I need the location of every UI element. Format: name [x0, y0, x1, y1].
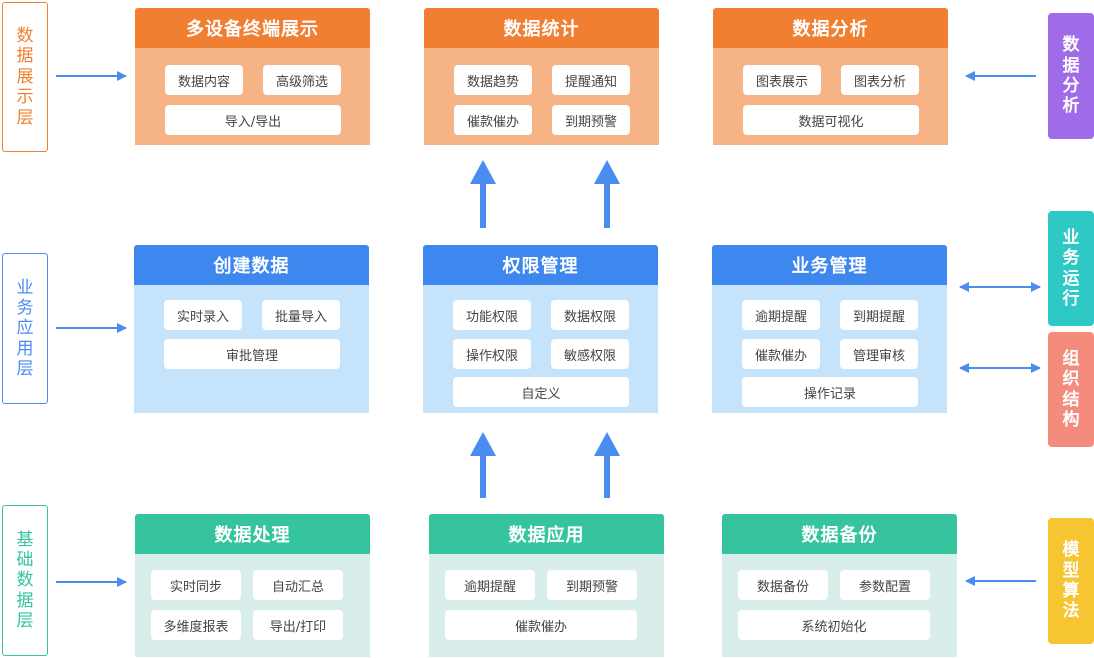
chip-expiry-warning[interactable]: 到期预警: [552, 105, 630, 135]
chip-chart-analysis[interactable]: 图表分析: [841, 65, 919, 95]
up-arrow-permission-to-stats-right: [594, 160, 620, 228]
chip-realtime-entry[interactable]: 实时录入: [164, 300, 242, 330]
chip-payment-urge-2[interactable]: 催款催办: [742, 339, 820, 369]
chip-overdue-reminder[interactable]: 逾期提醒: [742, 300, 820, 330]
module-processing: 数据处理 实时同步 自动汇总 多维度报表 导出/打印: [135, 514, 370, 657]
side-label-organization-text: 组织结构: [1062, 348, 1080, 430]
chip-sensitive-permission[interactable]: 敏感权限: [551, 339, 629, 369]
module-data-app: 数据应用 逾期提醒 到期预警 催款催办: [429, 514, 664, 657]
side-label-operation-text: 业务运行: [1062, 227, 1080, 309]
module-backup-title: 数据备份: [722, 514, 957, 554]
module-multi-device: 多设备终端展示 数据内容 高级筛选 导入/导出: [135, 8, 370, 145]
chip-custom[interactable]: 自定义: [453, 377, 629, 407]
chip-approval-management[interactable]: 审批管理: [164, 339, 340, 369]
up-arrow-app-to-permission-right: [594, 432, 620, 498]
up-arrow-app-to-permission-left: [470, 432, 496, 498]
chip-param-config[interactable]: 参数配置: [840, 570, 930, 600]
layer-label-basic-text: 基础数据层: [16, 529, 34, 632]
module-create-data: 创建数据 实时录入 批量导入 审批管理: [134, 245, 369, 413]
layer-label-application-text: 业务应用层: [16, 277, 34, 380]
layer-label-basic: 基础数据层: [2, 505, 48, 656]
chip-operation-log[interactable]: 操作记录: [742, 377, 918, 407]
module-permission: 权限管理 功能权限 数据权限 操作权限 敏感权限 自定义: [423, 245, 658, 413]
chip-expiry-warning-2[interactable]: 到期预警: [547, 570, 637, 600]
chip-export-print[interactable]: 导出/打印: [253, 610, 343, 640]
up-arrow-permission-to-stats-left: [470, 160, 496, 228]
chip-import-export[interactable]: 导入/导出: [165, 105, 341, 135]
chip-system-init[interactable]: 系统初始化: [738, 610, 930, 640]
module-data-stats: 数据统计 数据趋势 提醒通知 催款催办 到期预警: [424, 8, 659, 145]
chip-payment-urge[interactable]: 催款催办: [454, 105, 532, 135]
module-business-title: 业务管理: [712, 245, 947, 285]
layer-label-display-text: 数据展示层: [16, 26, 34, 128]
chip-advanced-filter[interactable]: 高级筛选: [263, 65, 341, 95]
layer-label-display: 数据展示层: [2, 2, 48, 152]
module-multi-device-title: 多设备终端展示: [135, 8, 370, 48]
side-label-organization: 组织结构: [1048, 332, 1094, 447]
chip-data-permission[interactable]: 数据权限: [551, 300, 629, 330]
chip-data-backup[interactable]: 数据备份: [738, 570, 828, 600]
module-data-analysis-title: 数据分析: [713, 8, 948, 48]
side-label-analysis: 数据分析: [1048, 13, 1094, 139]
module-data-stats-title: 数据统计: [424, 8, 659, 48]
chip-expiry-reminder[interactable]: 到期提醒: [840, 300, 918, 330]
layer-label-application: 业务应用层: [2, 253, 48, 404]
chip-function-permission[interactable]: 功能权限: [453, 300, 531, 330]
chip-chart-display[interactable]: 图表展示: [743, 65, 821, 95]
chip-operation-permission[interactable]: 操作权限: [453, 339, 531, 369]
side-label-operation: 业务运行: [1048, 211, 1094, 326]
module-business: 业务管理 逾期提醒 到期提醒 催款催办 管理审核 操作记录: [712, 245, 947, 413]
chip-batch-import[interactable]: 批量导入: [262, 300, 340, 330]
module-create-data-title: 创建数据: [134, 245, 369, 285]
module-backup: 数据备份 数据备份 参数配置 系统初始化: [722, 514, 957, 657]
chip-realtime-sync[interactable]: 实时同步: [151, 570, 241, 600]
chip-auto-summary[interactable]: 自动汇总: [253, 570, 343, 600]
module-permission-title: 权限管理: [423, 245, 658, 285]
chip-payment-urge-3[interactable]: 催款催办: [445, 610, 637, 640]
chip-reminder-notice[interactable]: 提醒通知: [552, 65, 630, 95]
module-data-analysis: 数据分析 图表展示 图表分析 数据可视化: [713, 8, 948, 145]
chip-management-review[interactable]: 管理审核: [840, 339, 918, 369]
side-label-model-text: 模型算法: [1062, 540, 1080, 622]
chip-multi-report[interactable]: 多维度报表: [151, 610, 241, 640]
chip-data-trend[interactable]: 数据趋势: [454, 65, 532, 95]
side-label-analysis-text: 数据分析: [1062, 35, 1080, 117]
side-label-model: 模型算法: [1048, 518, 1094, 644]
chip-data-visualization[interactable]: 数据可视化: [743, 105, 919, 135]
chip-overdue-reminder-2[interactable]: 逾期提醒: [445, 570, 535, 600]
chip-data-content[interactable]: 数据内容: [165, 65, 243, 95]
module-data-app-title: 数据应用: [429, 514, 664, 554]
module-processing-title: 数据处理: [135, 514, 370, 554]
